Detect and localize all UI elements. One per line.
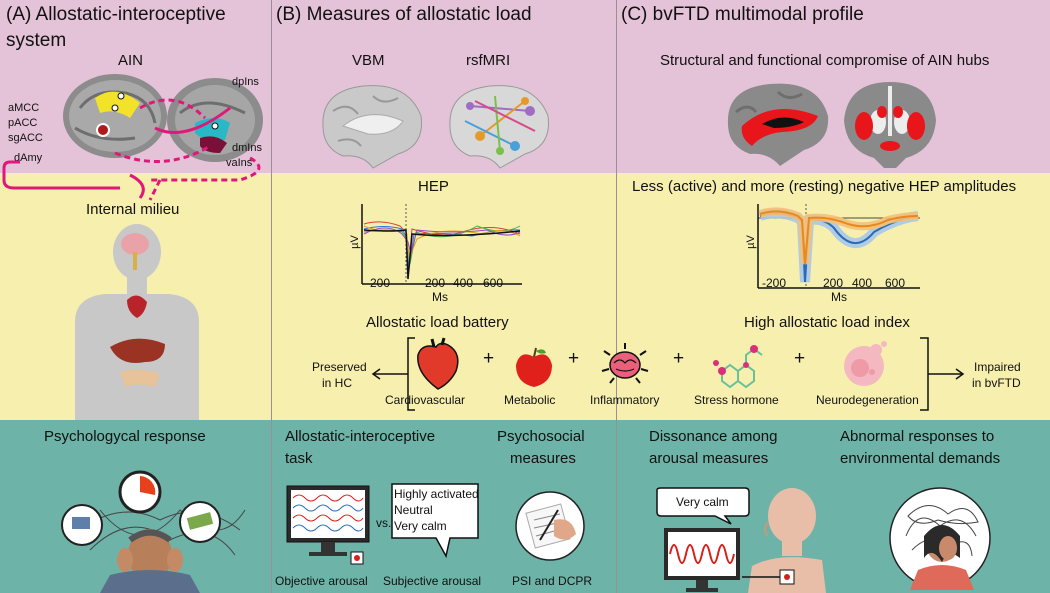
hep-plot-b <box>361 204 522 285</box>
region-pacc: pACC <box>8 117 38 129</box>
molecule-icon <box>713 345 763 389</box>
inflamed-brain-icon <box>601 343 649 384</box>
abnormal-title: Abnormal responses to <box>840 428 995 445</box>
apple-icon <box>516 347 552 387</box>
distressed-person-icon <box>61 470 246 593</box>
preserved-arrow <box>371 337 415 411</box>
rsfmri-label: rsfMRI <box>466 52 511 69</box>
bald-person-icon <box>742 488 826 593</box>
y-axis-label-c: µV <box>744 235 757 249</box>
tick-b-1: 200 <box>425 276 446 290</box>
hand-writing-icon <box>515 491 585 561</box>
abnormal-title-2: environmental demands <box>840 450 1001 467</box>
region-sgacc: sgACC <box>8 132 43 144</box>
hep-c-title: Less (active) and more (resting) negativ… <box>632 178 1017 195</box>
speech-bubble-icon <box>391 483 479 559</box>
panel-a-title: (A) Allostatic-interoceptive <box>6 4 226 25</box>
calm-bubble-icon <box>656 487 750 525</box>
plus-1: + <box>483 348 495 369</box>
region-dpins: dpIns <box>232 76 259 88</box>
rsfmri-brain-icon <box>449 85 550 169</box>
monitor-icon <box>286 485 370 565</box>
psych-response-label: Psychologycal response <box>44 428 206 445</box>
impaired-label-2: in bvFTD <box>972 376 1021 390</box>
region-amcc: aMCC <box>8 102 40 114</box>
psychosocial-title-2: measures <box>510 450 576 467</box>
objective-label: Objective arousal <box>275 574 368 588</box>
hep-plot-c <box>757 204 920 289</box>
heart-icon <box>417 337 459 390</box>
arousal-monitor-icon <box>664 528 740 592</box>
divider-a-b <box>271 0 272 593</box>
structural-label: Structural and functional compromise of … <box>660 52 990 69</box>
impaired-label: Impaired <box>974 360 1021 374</box>
psi-label: PSI and DCPR <box>512 574 593 588</box>
sagittal-brain-icon <box>727 83 829 166</box>
preserved-label-2: in HC <box>322 376 353 390</box>
neuron-icon <box>844 341 887 386</box>
x-axis-label-b: Ms <box>432 290 448 304</box>
subjective-label: Subjective arousal <box>383 574 482 588</box>
tick-c-3: 600 <box>885 276 906 290</box>
battery-title: Allostatic load battery <box>366 314 509 331</box>
battery-item-3: Stress hormone <box>694 393 779 407</box>
region-dmins: dmIns <box>232 142 262 154</box>
vbm-label: VBM <box>352 52 385 69</box>
distressed-woman-icon <box>889 487 991 590</box>
impaired-arrow <box>920 337 965 411</box>
panel-a-title-2: system <box>6 30 67 51</box>
task-title: Allostatic-interoceptive <box>285 428 436 445</box>
dissonance-title: Dissonance among <box>649 428 778 445</box>
plus-3: + <box>673 348 685 369</box>
ain-label: AIN <box>118 52 144 69</box>
body-silhouette-icon <box>75 224 199 420</box>
tick-b-0: -200 <box>366 276 391 290</box>
vs-label: vs. <box>376 516 392 530</box>
internal-milieu-label: Internal milieu <box>86 201 180 218</box>
index-title: High allostatic load index <box>744 314 910 331</box>
bubble-line-1: Neutral <box>394 503 433 517</box>
battery-item-4: Neurodegeneration <box>816 393 919 407</box>
very-calm-label: Very calm <box>676 495 729 509</box>
plus-4: + <box>794 348 806 369</box>
preserved-label: Preserved <box>312 360 367 374</box>
tick-c-0: -200 <box>762 276 787 290</box>
plus-2: + <box>568 348 580 369</box>
battery-item-0: Cardiovascular <box>385 393 466 407</box>
tick-b-2: 400 <box>453 276 474 290</box>
vbm-brain-icon <box>322 85 423 169</box>
tick-c-2: 400 <box>852 276 873 290</box>
region-vains: vaIns <box>226 157 253 169</box>
hep-label: HEP <box>418 178 449 195</box>
battery-item-2: Inflammatory <box>590 393 660 407</box>
bubble-line-2: Very calm <box>394 519 447 533</box>
bubble-line-0: Highly activated <box>394 487 479 501</box>
panel-b-title: (B) Measures of allostatic load <box>276 4 532 25</box>
tick-c-1: 200 <box>823 276 844 290</box>
task-title-2: task <box>285 450 313 467</box>
tick-b-3: 600 <box>483 276 504 290</box>
battery-item-1: Metabolic <box>504 393 556 407</box>
feedback-arrows <box>2 156 261 201</box>
y-axis-label-b: µV <box>348 235 361 249</box>
divider-b-c <box>616 0 617 593</box>
ain-brain-icon <box>63 74 263 163</box>
region-damy: dAmy <box>14 152 43 164</box>
x-axis-label-c: Ms <box>831 290 847 304</box>
coronal-brain-icon <box>844 82 936 168</box>
dissonance-title-2: arousal measures <box>649 450 769 467</box>
psychosocial-title: Psychosocial <box>497 428 585 445</box>
panel-c-title: (C) bvFTD multimodal profile <box>621 4 864 25</box>
